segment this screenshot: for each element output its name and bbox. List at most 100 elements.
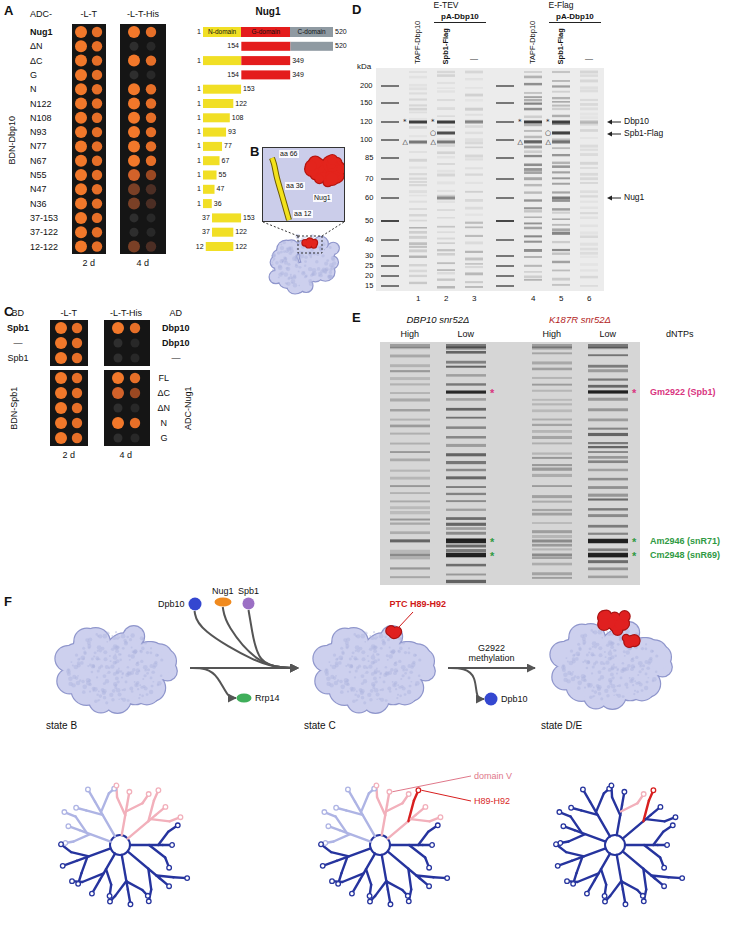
ribosome-structure: [140, 650, 142, 652]
yeast-spot-array: [55, 337, 67, 349]
sequencing-gel: [588, 391, 628, 394]
yeast-spot-array: [75, 169, 87, 181]
ribosome-structure: [98, 690, 100, 692]
ribosome-structure: [308, 279, 312, 283]
ribosome-structure: [146, 693, 149, 696]
ribosome-structure: [370, 635, 375, 640]
sds-gel: [434, 22, 486, 23]
ribosome-structure: [118, 692, 122, 696]
ribosome-structure: [306, 242, 311, 247]
ribosome-structure: [373, 649, 377, 653]
sds-gel: [437, 144, 455, 147]
ribosome-structure: [153, 662, 158, 667]
ribosome-structure: [298, 236, 322, 253]
ribosome-structure: [141, 694, 144, 697]
sds-gel: [552, 261, 570, 263]
domain-bar: N-domain: [203, 27, 241, 37]
ribosome-structure: [112, 635, 117, 640]
yeast-spot-array: [72, 323, 82, 333]
rrna-secondary-structure: [331, 852, 349, 856]
sequencing-gel: [390, 550, 430, 553]
ribosome-structure: [134, 681, 136, 683]
sds-gel: [496, 102, 514, 104]
sds-gel: [580, 162, 598, 165]
sds-gel: [437, 231, 455, 233]
sds-gel: [437, 249, 455, 251]
sequencing-gel: [588, 508, 628, 510]
sequencing-gel: [588, 398, 628, 401]
sds-gel: [552, 162, 570, 165]
sds-gel: [552, 85, 570, 87]
sequencing-gel: [532, 474, 572, 477]
sequencing-gel: [390, 506, 430, 509]
yeast-spot-array: [92, 198, 102, 208]
ribosome-structure: [155, 654, 158, 657]
sds-gel: [496, 85, 514, 87]
rrna-secondary-structure: [590, 802, 610, 837]
sds-gel: [496, 255, 514, 257]
ribosome-structure: [150, 647, 152, 649]
ribosome-structure: [115, 662, 117, 664]
sequencing-gel: [390, 554, 430, 557]
rrna-secondary-structure: [175, 823, 180, 828]
ribosome-structure: [114, 686, 117, 689]
ribosome-structure: [81, 680, 85, 684]
domain-bar: [241, 70, 290, 79]
sequencing-gel: [532, 557, 572, 559]
ribosome-structure: [408, 647, 410, 649]
ribosome-structure: [633, 693, 635, 695]
yeast-spot-array: [55, 352, 67, 364]
ribosome-structure: [398, 650, 400, 652]
ribosome-structure: [110, 660, 112, 662]
yeast-spot-array: [75, 212, 87, 224]
rrna-secondary-structure: [569, 805, 574, 810]
ribosome-structure: [301, 271, 305, 275]
sequencing-gel: [532, 419, 572, 421]
yeast-spot-array: [114, 434, 123, 443]
rrna-secondary-structure: [418, 832, 428, 845]
protein-shape: [243, 598, 255, 610]
ribosome-structure: [361, 634, 366, 639]
yeast-spot-array: [55, 432, 67, 444]
domain-bar: [203, 142, 222, 151]
ribosome-structure: [272, 268, 276, 272]
sds-gel: [409, 112, 427, 114]
ribosome-structure: [328, 275, 333, 280]
ribosome-structure: [124, 641, 127, 644]
rrna-secondary-structure: [386, 803, 403, 811]
ribosome-structure: [622, 660, 649, 687]
yeast-spot-array: [92, 170, 102, 180]
sequencing-gel: [532, 424, 572, 426]
sds-gel: [409, 246, 427, 248]
sds-gel: [549, 22, 601, 23]
ribosome-structure: [109, 633, 139, 663]
sds-gel: [496, 265, 514, 267]
ribosome-structure: [394, 684, 396, 686]
ribosome-structure: [355, 670, 358, 673]
rrna-secondary-structure: [585, 891, 590, 896]
ribosome-structure: [363, 665, 367, 669]
yeast-spot-array: [131, 434, 140, 443]
ribosome-structure: [121, 698, 123, 700]
ribosome-structure: [115, 631, 117, 633]
ribosome-structure: [392, 681, 394, 683]
sequencing-gel: [446, 539, 486, 544]
sequencing-gel: [390, 576, 430, 578]
sequencing-gel: [588, 498, 628, 500]
rrna-secondary-structure: [408, 869, 411, 890]
domain-bar: [203, 199, 212, 208]
ribosome-structure: [387, 638, 390, 641]
rrna-secondary-structure: [156, 876, 173, 878]
ribosome-structure: [97, 650, 99, 652]
ribosome-structure: [117, 680, 120, 683]
rrna-secondary-structure: [571, 882, 576, 887]
rrna-secondary-structure: [409, 845, 425, 857]
rrna-secondary-structure: [59, 783, 190, 906]
yeast-spot-array: [146, 127, 156, 137]
sds-gel: [465, 147, 483, 149]
sds-gel: [465, 251, 483, 253]
rrna-secondary-structure: [106, 869, 111, 884]
ribosome-structure: [298, 266, 301, 269]
rrna-secondary-structure: [621, 803, 638, 811]
